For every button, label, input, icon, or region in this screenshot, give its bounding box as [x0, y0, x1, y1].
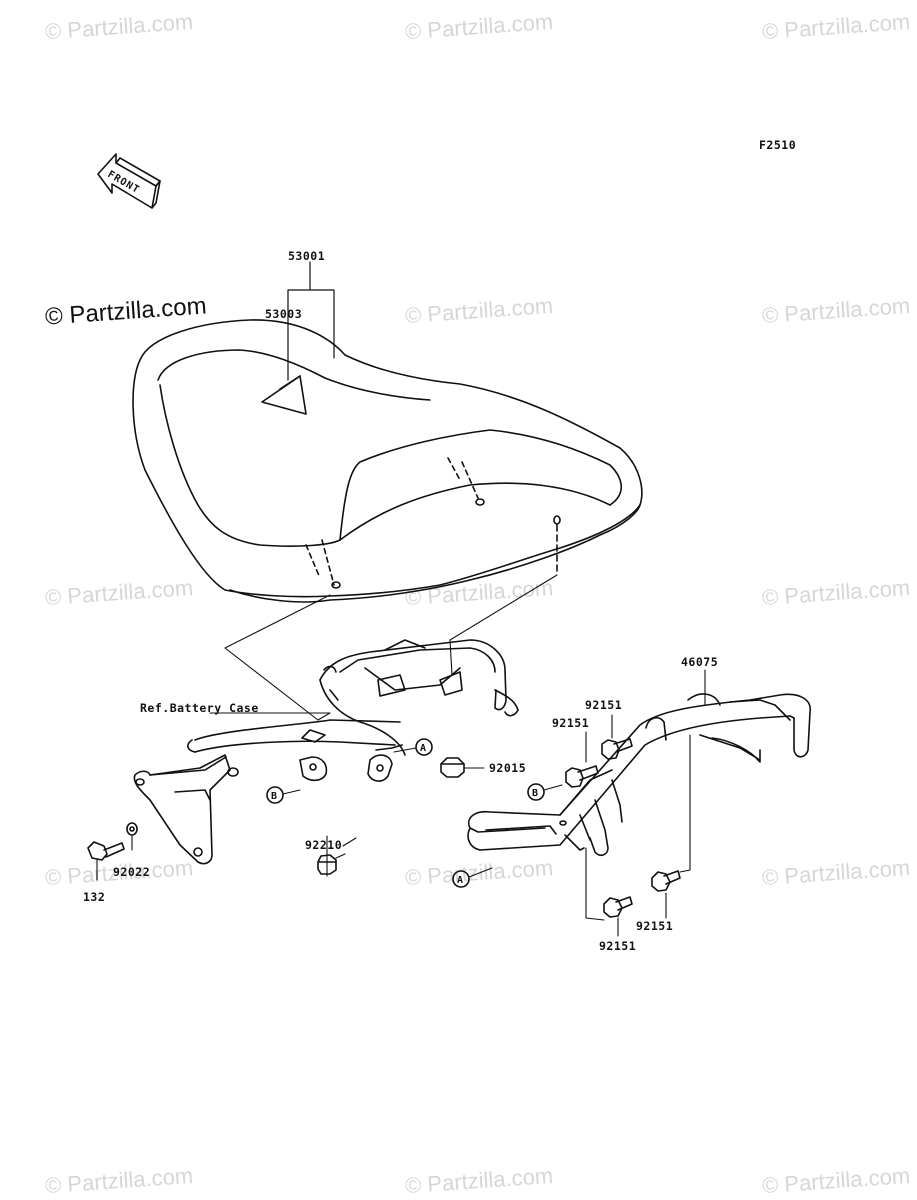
marker-a-center: A: [420, 743, 426, 754]
marker-b-right: B: [532, 788, 538, 799]
callout-92022: 92022: [113, 865, 151, 879]
figure-code: F2510: [759, 138, 797, 152]
callout-92151: 92151: [636, 919, 674, 933]
callout-53001: 53001: [288, 249, 326, 263]
marker-a-bottom: A: [457, 875, 463, 886]
callout-132: 132: [83, 890, 106, 904]
callout-53003: 53003: [265, 307, 303, 321]
callout-92151: 92151: [552, 716, 590, 730]
seat: [132, 319, 643, 603]
callout-92210: 92210: [305, 838, 343, 852]
callout-ref-battery-case: Ref.Battery Case: [140, 701, 259, 715]
grab-rail: [467, 693, 811, 857]
callout-92151: 92151: [585, 698, 623, 712]
callout-92015: 92015: [489, 761, 527, 775]
marker-b-left: B: [271, 791, 277, 802]
callout-46075: 46075: [681, 655, 719, 669]
front-arrow-icon: FRONT: [97, 153, 161, 209]
callout-92151: 92151: [599, 939, 637, 953]
seat-bracket: [133, 639, 519, 865]
